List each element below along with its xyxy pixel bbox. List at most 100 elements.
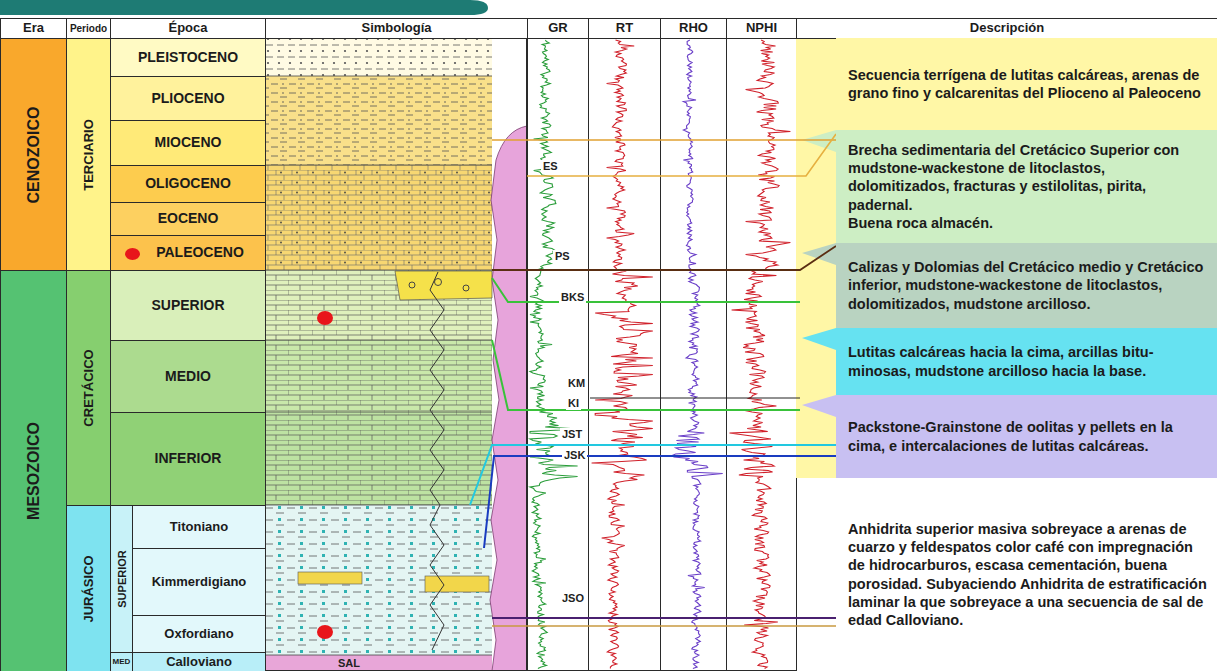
header-text: Descripción xyxy=(970,21,1044,35)
salt-label: SAL xyxy=(336,657,362,670)
description-text: Packstone-Grainstone de oolitas y pellet… xyxy=(848,418,1207,455)
description-text: Brecha sedimentaria del Cretácico Superi… xyxy=(848,141,1207,214)
lithology-band xyxy=(265,270,492,340)
description-text: Lutitas calcáreas hacia la cima, arcilla… xyxy=(848,343,1207,380)
nphi-curve xyxy=(730,40,791,669)
log-marker: JSK xyxy=(562,449,587,462)
log-marker: KM xyxy=(566,377,587,390)
log-marker: JST xyxy=(560,428,584,441)
description-text: Anhidrita superior masiva sobreyace a ar… xyxy=(848,520,1207,630)
correlation-line xyxy=(492,139,836,141)
band-text: SUPERIOR xyxy=(115,550,127,607)
log-track xyxy=(589,39,661,671)
log-track xyxy=(727,39,797,671)
column-frame xyxy=(266,39,527,671)
correlation-line xyxy=(492,278,800,302)
era-period-band: MESOZOICO xyxy=(0,270,67,671)
description-text: Buena roca almacén. xyxy=(848,214,1207,232)
description-box: Lutitas calcáreas hacia la cima, arcilla… xyxy=(836,328,1217,395)
header-cell: Era xyxy=(0,18,67,39)
epoch-text: Titoniano xyxy=(170,520,228,534)
epoch-cell: SUPERIOR xyxy=(110,270,266,341)
band-text: MESOZOICO xyxy=(25,422,43,520)
description-box: Anhidrita superior masiva sobreyace a ar… xyxy=(836,478,1217,671)
correlation-line xyxy=(492,625,836,627)
unit-boundary xyxy=(265,76,492,655)
lithology-band xyxy=(265,505,492,655)
lithology-band xyxy=(265,76,492,165)
epoch-text: PLEISTOCENO xyxy=(138,50,238,65)
header-cell: RT xyxy=(588,18,661,39)
header-text: RT xyxy=(616,21,633,35)
rt-curve xyxy=(592,40,653,669)
epoch-text: PLIOCENO xyxy=(151,91,224,106)
log-marker: KI xyxy=(566,397,581,410)
era-period-band: CRETÁCICO xyxy=(66,270,111,506)
header-text: Época xyxy=(168,21,207,35)
fracture-symbol xyxy=(430,272,444,650)
description-box: Secuencia terrígena de lutitas calcáreas… xyxy=(836,38,1217,130)
sand-lens xyxy=(298,572,362,584)
description-box: Calizas y Dolomias del Cretácico medio y… xyxy=(836,243,1217,328)
description-notch xyxy=(802,395,836,417)
band-text: TERCIARIO xyxy=(81,119,95,191)
header-text: Era xyxy=(23,21,44,35)
epoch-cell: MEDIO xyxy=(110,340,266,413)
header-cell: Época xyxy=(110,18,266,39)
salt-layer xyxy=(265,655,492,671)
reservoir-dot xyxy=(125,248,140,260)
correlation-line xyxy=(484,456,836,548)
header-text: Simbología xyxy=(361,21,431,35)
epoch-text: MEDIO xyxy=(165,369,211,384)
breccia-clast xyxy=(435,279,442,286)
epoch-text: Oxfordiano xyxy=(164,627,233,641)
epoch-cell: PLEISTOCENO xyxy=(110,38,266,77)
header-cell: GR xyxy=(527,18,589,39)
gr-curve xyxy=(530,40,578,669)
epoch-cell: INFERIOR xyxy=(110,412,266,506)
correlation-line xyxy=(527,134,836,176)
epoch-text: EOCENO xyxy=(158,211,219,226)
lithology-band xyxy=(265,412,492,505)
log-marker: BKS xyxy=(559,291,586,304)
breccia-clast xyxy=(463,285,469,291)
lithology-band xyxy=(265,165,492,270)
epoch-cell: Kimmerdigiano xyxy=(132,548,266,616)
lithology-band xyxy=(265,38,492,76)
log-marker: JSO xyxy=(560,592,586,605)
breccia-clast xyxy=(409,282,415,288)
band-text: CRETÁCICO xyxy=(81,349,95,426)
era-period-band: SUPERIOR xyxy=(110,505,133,653)
description-notch xyxy=(802,243,836,265)
title-bar xyxy=(0,0,488,15)
epoch-text: INFERIOR xyxy=(155,451,222,466)
header-cell: RHO xyxy=(660,18,727,39)
epoch-text: SUPERIOR xyxy=(151,298,224,313)
log-track xyxy=(661,39,727,671)
epoch-text: MIOCENO xyxy=(155,135,222,150)
breccia-body xyxy=(395,271,492,300)
header-cell: Descripción xyxy=(796,18,1217,39)
header-cell: NPHI xyxy=(726,18,797,39)
description-box: Brecha sedimentaria del Cretácico Superi… xyxy=(836,130,1217,243)
epoch-cell: MIOCENO xyxy=(110,120,266,166)
correlation-line xyxy=(492,617,836,619)
epoch-cell: Titoniano xyxy=(132,505,266,549)
header-cell: Periodo xyxy=(66,18,111,39)
epoch-cell: Oxfordiano xyxy=(132,615,266,653)
epoch-text: PALEOCENO xyxy=(156,245,244,260)
description-notch xyxy=(802,328,836,350)
correlation-line xyxy=(492,340,800,410)
header-cell: Simbología xyxy=(265,18,528,39)
salt-body xyxy=(490,126,527,671)
lithology-band xyxy=(265,340,492,412)
epoch-text: MED xyxy=(113,658,131,667)
rho-curve xyxy=(672,40,722,669)
header-text: GR xyxy=(548,21,568,35)
epoch-text: OLIGOCENO xyxy=(145,176,231,191)
correlation-line xyxy=(492,246,836,270)
reservoir-dot xyxy=(317,311,333,325)
description-text: Secuencia terrígena de lutitas calcáreas… xyxy=(848,66,1207,103)
